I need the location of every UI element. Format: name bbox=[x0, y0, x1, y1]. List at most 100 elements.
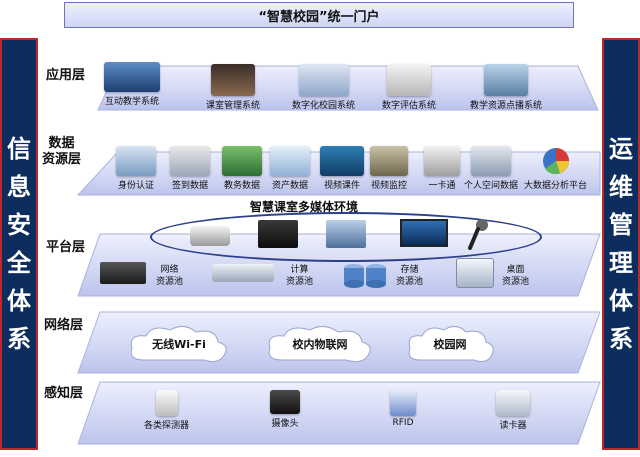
app-item: 教学资源点播系统 bbox=[470, 64, 542, 111]
portal-banner: “智慧校园”统一门户 bbox=[64, 2, 574, 28]
pool-label-line1: 网络 bbox=[160, 265, 179, 275]
right-side-char: 运 bbox=[609, 135, 633, 163]
data-item: 视频课件 bbox=[320, 146, 364, 191]
left-side-char: 息 bbox=[7, 173, 31, 201]
pool-label-line2: 资源池 bbox=[286, 277, 314, 287]
app-item: 数字评估系统 bbox=[382, 64, 436, 111]
data-layer-label-line1: 数据 bbox=[48, 136, 75, 151]
academic-affairs-icon bbox=[222, 146, 262, 176]
left-side-char: 安 bbox=[7, 211, 31, 239]
perception-layer-label: 感知层 bbox=[44, 386, 84, 401]
asset-icon bbox=[270, 146, 310, 176]
perception-layer-band bbox=[77, 381, 601, 445]
detector-icon bbox=[155, 390, 178, 416]
data-item: 视频监控 bbox=[370, 146, 408, 191]
data-item-label: 一卡通 bbox=[428, 181, 456, 191]
sensor-item-label: 摄像头 bbox=[271, 419, 299, 429]
data-item-label: 身份认证 bbox=[117, 181, 154, 191]
cloud-shape bbox=[408, 326, 494, 363]
app-item-label: 课室管理系统 bbox=[206, 101, 261, 111]
app-item-label: 数字评估系统 bbox=[382, 101, 437, 111]
pool-label-line2: 资源池 bbox=[156, 277, 184, 287]
data-item-label: 视频课件 bbox=[323, 181, 360, 191]
pool-label-line2: 资源池 bbox=[502, 277, 530, 287]
right-side-char: 理 bbox=[609, 249, 633, 277]
data-item: 教务数据 bbox=[222, 146, 262, 191]
app-item: 互动教学系统 bbox=[104, 62, 160, 107]
right-side-char: 系 bbox=[609, 325, 633, 353]
right-side-char: 维 bbox=[609, 173, 633, 201]
data-item: 身份认证 bbox=[116, 146, 156, 191]
app-item: 数字化校园系统 bbox=[292, 64, 355, 111]
desktop-pool-label: 桌面 资源池 bbox=[502, 264, 529, 288]
classroom-screen-icon bbox=[104, 62, 160, 92]
data-item: 资产数据 bbox=[270, 146, 310, 191]
card-reader-icon bbox=[496, 390, 530, 416]
app-item-label: 教学资源点播系统 bbox=[470, 101, 543, 111]
data-item-label: 签到数据 bbox=[171, 181, 208, 191]
application-layer-label: 应用层 bbox=[46, 68, 86, 83]
data-item-label: 视频监控 bbox=[370, 181, 407, 191]
desktop-cube-icon bbox=[456, 258, 494, 288]
identity-icon bbox=[116, 146, 156, 176]
microphone-icon bbox=[468, 219, 488, 250]
multimedia-environment-ellipse bbox=[150, 212, 542, 262]
right-side-char: 体 bbox=[609, 287, 633, 315]
pool-label-line2: 资源池 bbox=[396, 277, 424, 287]
sensor-item: 摄像头 bbox=[270, 390, 300, 429]
ops-management-system-panel: 运 维 管 理 体 系 bbox=[602, 38, 640, 450]
data-item-label: 个人空间数据 bbox=[464, 181, 519, 191]
app-item-label: 数字化校园系统 bbox=[292, 101, 356, 111]
digital-campus-icon bbox=[298, 64, 349, 96]
data-item: 一卡通 bbox=[424, 146, 460, 191]
cloud-shape bbox=[130, 326, 227, 363]
left-side-char: 系 bbox=[7, 325, 31, 353]
speaker-system-icon bbox=[258, 220, 298, 248]
multimedia-environment-title: 智慧课室多媒体环境 bbox=[250, 200, 359, 214]
sensor-item: 各类探测器 bbox=[144, 390, 189, 431]
teacher-console-icon bbox=[326, 220, 366, 248]
compute-pool-label: 计算 资源池 bbox=[286, 264, 313, 288]
portal-title: “智慧校园”统一门户 bbox=[258, 9, 380, 25]
data-layer-label: 数据 资源层 bbox=[42, 136, 81, 168]
left-side-char: 全 bbox=[7, 249, 31, 277]
camera-icon bbox=[270, 390, 300, 414]
right-side-char: 管 bbox=[609, 211, 633, 239]
network-layer-label: 网络层 bbox=[44, 318, 84, 333]
compute-server-icon bbox=[212, 264, 274, 282]
personal-space-icon bbox=[471, 146, 511, 176]
sensor-item: 读卡器 bbox=[496, 390, 530, 431]
campus-network-cloud-label: 校园网 bbox=[433, 338, 467, 351]
data-item: 个人空间数据 bbox=[464, 146, 518, 191]
monitor-wall-icon bbox=[211, 64, 255, 96]
cloud-shape bbox=[268, 326, 371, 363]
network-pool-label: 网络 资源池 bbox=[156, 264, 183, 288]
storage-pool-label: 存储 资源池 bbox=[396, 264, 423, 288]
wifi-cloud-label: 无线Wi-Fi bbox=[152, 338, 206, 351]
left-side-char: 体 bbox=[7, 287, 31, 315]
pool-label-line1: 存储 bbox=[400, 265, 419, 275]
app-item: 课室管理系统 bbox=[206, 64, 260, 111]
sensor-item: RFID bbox=[390, 390, 416, 428]
data-item-label: 教务数据 bbox=[223, 181, 260, 191]
sensor-item-label: RFID bbox=[392, 418, 414, 428]
surveillance-icon bbox=[370, 146, 408, 176]
rfid-tag-icon bbox=[390, 390, 416, 416]
data-item: 签到数据 bbox=[170, 146, 210, 191]
chart-report-icon bbox=[387, 64, 431, 96]
app-item-label: 互动教学系统 bbox=[104, 97, 159, 107]
campus-card-icon bbox=[424, 146, 460, 176]
pool-label-line1: 计算 bbox=[290, 265, 309, 275]
sensor-item-label: 读卡器 bbox=[499, 421, 527, 431]
data-item-label: 资产数据 bbox=[271, 181, 308, 191]
data-item: 大数据分析平台 bbox=[524, 146, 587, 191]
video-on-demand-icon bbox=[484, 64, 528, 96]
projector-icon bbox=[190, 226, 230, 246]
data-item-label: 大数据分析平台 bbox=[524, 181, 588, 191]
platform-layer-label: 平台层 bbox=[46, 240, 86, 255]
network-switch-icon bbox=[100, 262, 146, 284]
pie-chart-icon bbox=[542, 148, 569, 175]
interactive-display-icon bbox=[400, 219, 448, 247]
video-course-icon bbox=[320, 146, 364, 176]
pool-label-line1: 桌面 bbox=[506, 265, 525, 275]
